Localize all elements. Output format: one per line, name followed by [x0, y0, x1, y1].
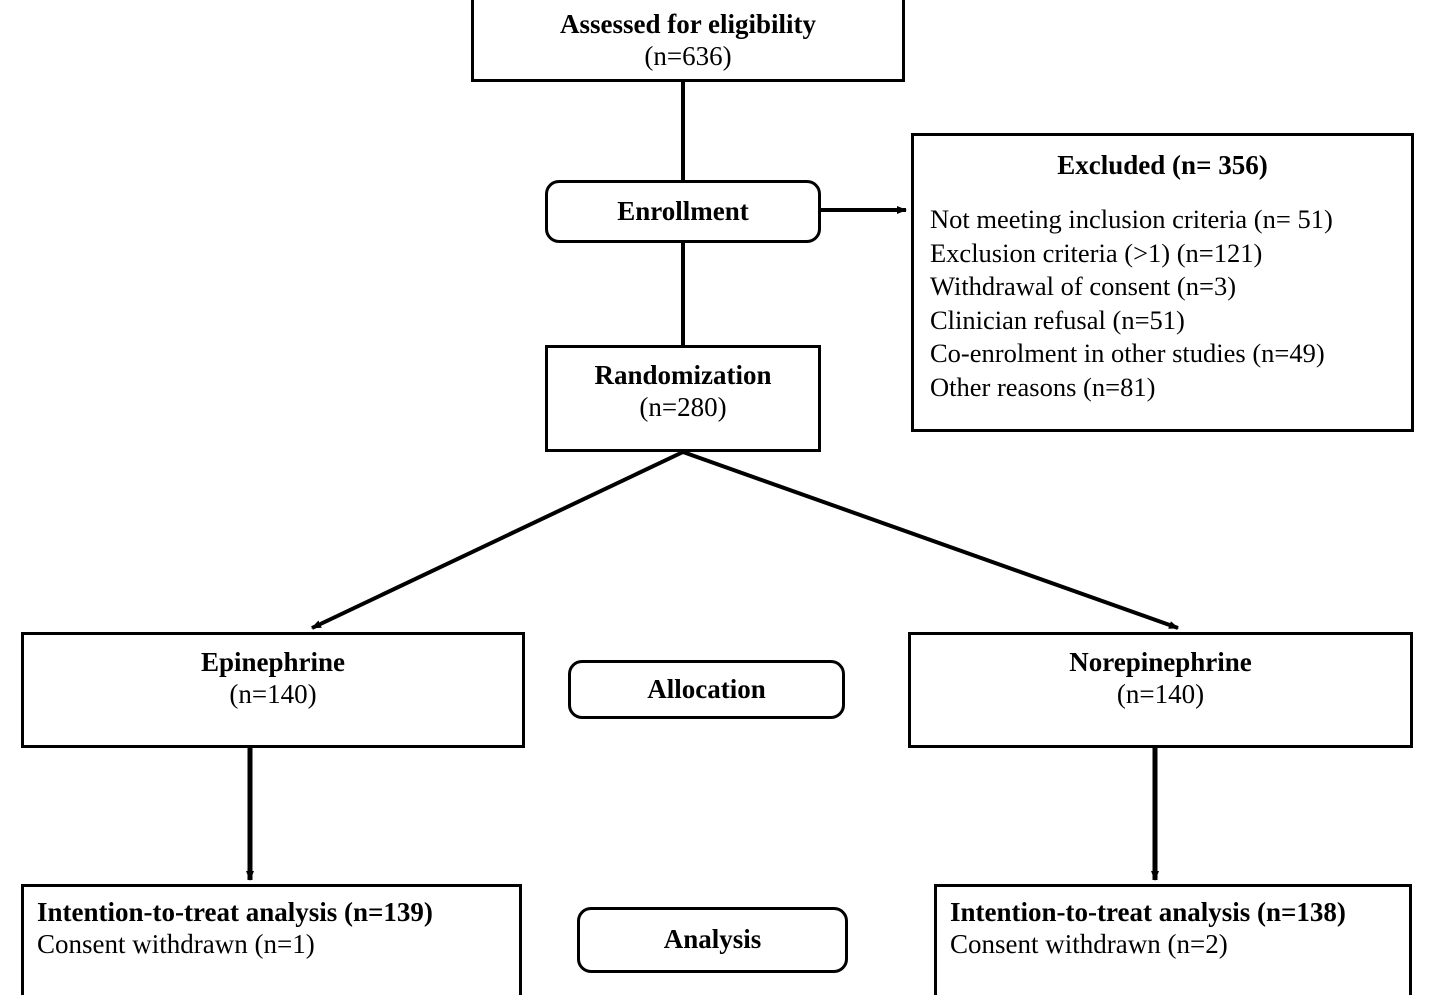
excluded-reason-item: Other reasons (n=81) — [930, 371, 1156, 402]
analysis-right-note: Consent withdrawn (n=2) — [950, 928, 1228, 959]
excluded-reason-item: Withdrawal of consent (n=3) — [930, 271, 1237, 302]
connector-randomization-to-epinephrine — [311, 450, 684, 630]
node-analysis-epinephrine: Intention-to-treat analysis (n=139) Cons… — [21, 884, 522, 995]
excluded-reason-item: Clinician refusal (n=51) — [930, 304, 1185, 335]
arm-right-count: (n=140) — [1116, 678, 1205, 709]
eligibility-count: (n=636) — [644, 41, 732, 72]
analysis-right-title: Intention-to-treat analysis (n=138) — [950, 897, 1346, 927]
arm-left-title: Epinephrine — [200, 647, 346, 677]
analysis-label: Analysis — [663, 924, 762, 955]
node-arm-epinephrine: Epinephrine (n=140) — [21, 632, 525, 748]
eligibility-title: Assessed for eligibility — [560, 9, 816, 40]
excluded-reason-item: Co-enrolment in other studies (n=49) — [930, 338, 1325, 369]
node-assessed-for-eligibility: Assessed for eligibility (n=636) — [471, 0, 905, 82]
excluded-reason-list: Not meeting inclusion criteria (n= 51) E… — [914, 203, 1411, 404]
connector-randomization-to-norepinephrine — [682, 450, 1179, 630]
allocation-label: Allocation — [647, 673, 766, 704]
analysis-left-note: Consent withdrawn (n=1) — [37, 928, 315, 959]
excluded-reason-item: Exclusion criteria (>1) (n=121) — [930, 237, 1263, 268]
node-allocation-label: Allocation — [568, 660, 845, 719]
excluded-title: Excluded (n= 356) — [1057, 150, 1268, 180]
randomization-title: Randomization — [594, 360, 772, 390]
node-analysis-norepinephrine: Intention-to-treat analysis (n=138) Cons… — [934, 884, 1412, 995]
analysis-left-title: Intention-to-treat analysis (n=139) — [37, 897, 433, 927]
arm-left-count: (n=140) — [229, 678, 317, 709]
enrollment-label: Enrollment — [617, 195, 749, 226]
randomization-count: (n=280) — [639, 391, 727, 422]
node-enrollment: Enrollment — [545, 180, 821, 243]
excluded-reason-item: Not meeting inclusion criteria (n= 51) — [930, 204, 1333, 234]
node-analysis-label: Analysis — [577, 907, 848, 973]
arm-right-title: Norepinephrine — [1069, 647, 1252, 677]
node-arm-norepinephrine: Norepinephrine (n=140) — [908, 632, 1413, 748]
node-excluded: Excluded (n= 356) Not meeting inclusion … — [911, 133, 1414, 432]
node-randomization: Randomization (n=280) — [545, 345, 821, 452]
